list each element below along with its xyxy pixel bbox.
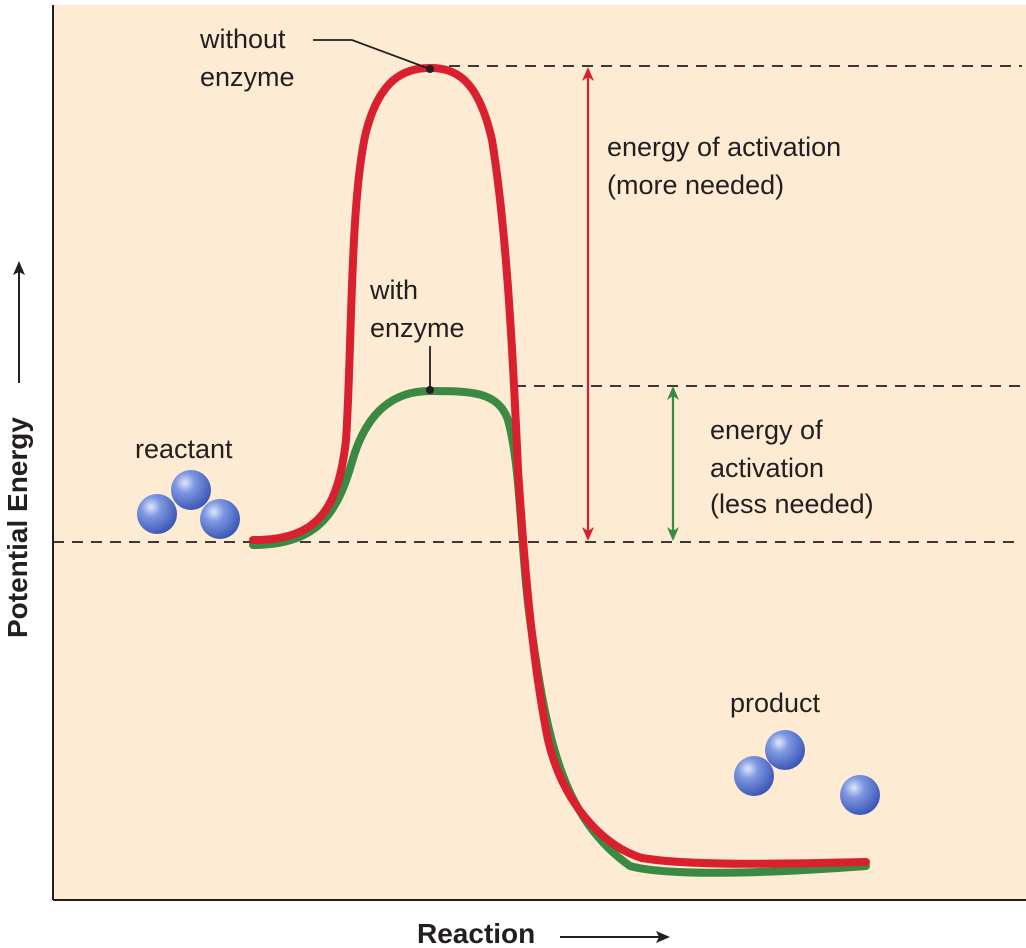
reactant-label: reactant [135, 434, 233, 464]
activation-less-label-line3: (less needed) [710, 489, 874, 519]
reactant-molecule [171, 470, 211, 510]
without-enzyme-curve [249, 64, 870, 868]
activation-more-label-line2: (more needed) [607, 170, 784, 200]
product-molecules [734, 730, 880, 815]
reactant-molecule [200, 499, 240, 539]
without-enzyme-label-line2: enzyme [200, 62, 295, 92]
plot-background [53, 5, 1026, 900]
activation-more-label-line1: energy of activation [607, 132, 841, 162]
product-molecule [734, 756, 774, 796]
product-molecule [765, 730, 805, 770]
reactant-molecules [137, 470, 240, 539]
without-enzyme-leader [313, 39, 431, 70]
without-enzyme-label-line1: without [199, 24, 286, 54]
activation-less-label-line2: activation [710, 453, 824, 483]
x-axis-label: Reaction [417, 918, 535, 948]
activation-less-label-line1: energy of [710, 415, 823, 445]
reactant-molecule [137, 494, 177, 534]
product-molecule [840, 775, 880, 815]
with-enzyme-label-line2: enzyme [370, 313, 465, 343]
product-label: product [730, 688, 821, 718]
with-enzyme-label-line1: with [369, 275, 418, 305]
y-axis-label: Potential Energy [2, 417, 33, 638]
